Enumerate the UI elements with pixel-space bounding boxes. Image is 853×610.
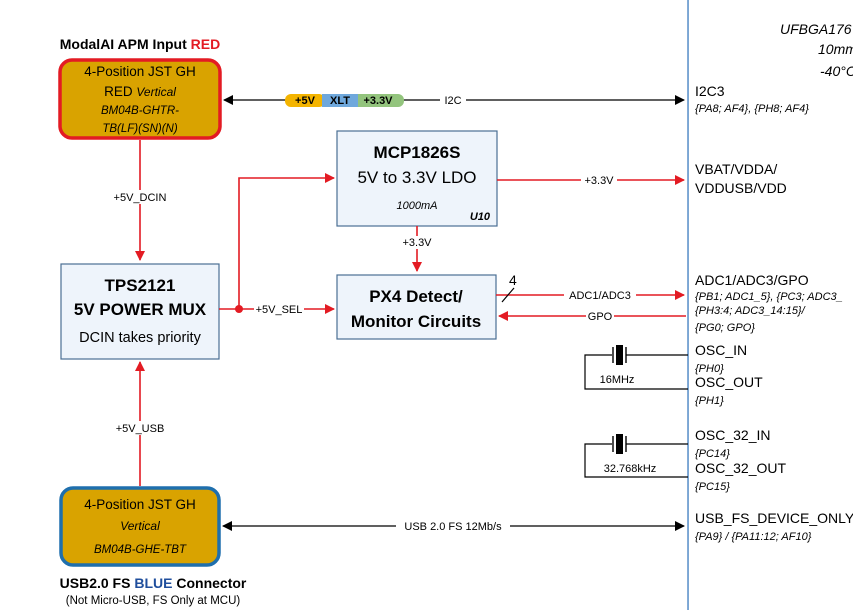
usb-connector	[59, 486, 221, 567]
sel-label: +5V_SEL	[256, 304, 303, 316]
mux-note: DCIN takes priority	[79, 330, 201, 346]
xlt-right-bg	[352, 94, 404, 107]
bus-width: 4	[509, 272, 517, 288]
pin-osc-in: OSC_IN	[695, 342, 747, 358]
xtal2-wire	[584, 443, 688, 478]
bus-slash	[501, 287, 515, 303]
usb-title-blue: BLUE	[134, 575, 172, 591]
apm-line4: TB(LF)(SN)(N)	[102, 123, 178, 135]
pin-adc-sub: {PB1; ADC1_5}, {PC3; ADC3_	[695, 291, 843, 303]
pin-osc32-in-sub: {PC14}	[695, 448, 730, 460]
mcu-header-2: 10mm	[818, 41, 853, 57]
apm-line2-plain: RED	[104, 84, 136, 99]
sel-label-bg	[254, 302, 304, 316]
xtal1-wire	[584, 354, 688, 390]
xtal1-body	[616, 345, 623, 365]
usb-fs-label-bg	[396, 519, 510, 533]
pin-osc-out: OSC_OUT	[695, 374, 763, 390]
pin-osc-in-sub: {PH0}	[695, 363, 724, 375]
xtal1-label-bg	[592, 372, 642, 386]
pin-vbat: VBAT/VDDA/	[695, 161, 777, 177]
xtal2-label: 32.768kHz	[604, 463, 657, 475]
pin-adc-sub2: {PH3:4; ADC3_14:15}/	[695, 305, 806, 317]
ldo-block	[336, 130, 498, 227]
pin-i2c3: I2C3	[695, 83, 725, 99]
ldo-px4-label-bg	[399, 236, 435, 249]
usb-title-prefix: USB2.0 FS	[60, 575, 135, 591]
px4-line2: Monitor Circuits	[351, 312, 481, 331]
pin-osc32-in: OSC_32_IN	[695, 427, 770, 443]
sel-to-ldo-wire	[238, 173, 335, 309]
usb-line1: 4-Position JST GH	[84, 497, 196, 512]
ldo-current: 1000mA	[397, 200, 438, 212]
usb-title-suffix: Connector	[172, 575, 246, 591]
adc-label-bg	[564, 288, 636, 302]
pin-i2c3-sub: {PA8; AF4}, {PH8; AF4}	[695, 103, 809, 115]
vdd-label-bg	[581, 173, 617, 187]
px4-block	[336, 274, 497, 340]
i2c-label: I2C	[444, 95, 461, 107]
usb-line3: BM04B-GHE-TBT	[94, 544, 187, 556]
dcin-label-bg	[108, 190, 172, 204]
vdd-label: +3.3V	[584, 175, 614, 187]
pin-usb: USB_FS_DEVICE_ONLY	[695, 510, 853, 526]
usb-title: USB2.0 FS BLUE Connector	[60, 575, 247, 591]
ldo-title: MCP1826S	[374, 143, 461, 162]
pin-adc: ADC1/ADC3/GPO	[695, 272, 809, 288]
ldo-px4-label: +3.3V	[402, 237, 432, 249]
xtal1-label: 16MHz	[600, 374, 635, 386]
pin-vbat-2: VDDUSB/VDD	[695, 180, 787, 196]
apm-line1: 4-Position JST GH	[84, 64, 196, 79]
xtal2-body	[616, 434, 623, 454]
dcin-label: +5V_DCIN	[114, 192, 167, 204]
apm-connector	[58, 58, 222, 140]
apm-title: ModalAI APM Input RED	[60, 36, 220, 52]
gpo-label-bg	[586, 309, 614, 323]
apm-line2-italic: Vertical	[136, 85, 176, 99]
apm-title-red: RED	[191, 36, 221, 52]
pin-osc-out-sub: {PH1}	[695, 395, 724, 407]
i2c-label-bg	[440, 93, 466, 107]
usb-subtitle: (Not Micro-USB, FS Only at MCU)	[66, 595, 241, 607]
ldo-ref: U10	[470, 211, 491, 223]
pin-osc32-out-sub: {PC15}	[695, 481, 730, 493]
mcu-header-1: UFBGA176	[780, 21, 852, 37]
pin-usb-sub: {PA9} / {PA11:12; AF10}	[695, 531, 812, 543]
usb5v-label-bg	[110, 421, 170, 435]
usb5v-label: +5V_USB	[116, 423, 165, 435]
xlt-mid-bg	[322, 94, 358, 107]
xlt-left-bg	[285, 94, 325, 107]
xlt-mid: XLT	[330, 95, 350, 107]
pin-adc-sub3: {PG0; GPO}	[695, 322, 755, 334]
px4-line1: PX4 Detect/	[369, 287, 463, 306]
mcu-header-3: -40°C	[820, 63, 853, 79]
gpo-label: GPO	[588, 311, 613, 323]
adc-label: ADC1/ADC3	[569, 290, 631, 302]
xlt-left: +5V	[295, 95, 316, 107]
pin-osc32-out: OSC_32_OUT	[695, 460, 786, 476]
xlt-right: +3.3V	[363, 95, 393, 107]
usb-line2: Vertical	[120, 519, 160, 533]
apm-line3: BM04B-GHTR-	[101, 105, 179, 117]
apm-title-prefix: ModalAI APM Input	[60, 36, 191, 52]
usb-fs-label: USB 2.0 FS 12Mb/s	[404, 521, 502, 533]
mux-title1: TPS2121	[105, 276, 176, 295]
mux-block	[60, 263, 220, 360]
xtal2-label-bg	[592, 461, 668, 475]
apm-line2: RED Vertical	[104, 84, 176, 99]
ldo-subtitle: 5V to 3.3V LDO	[357, 168, 476, 187]
mux-title2: 5V POWER MUX	[74, 300, 207, 319]
mcu-inner	[689, 0, 853, 610]
